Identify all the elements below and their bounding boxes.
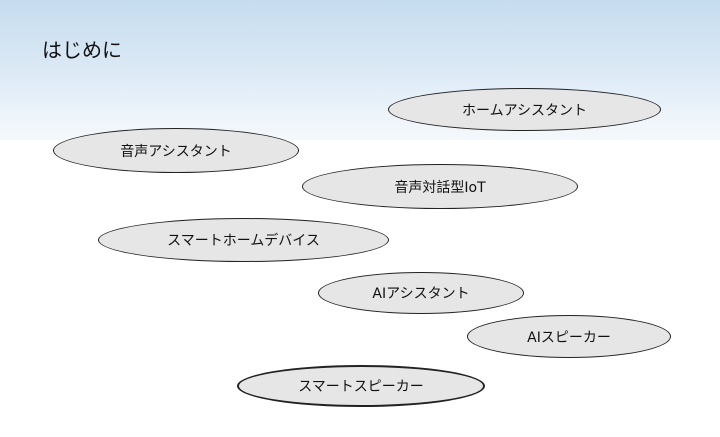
- term-ellipse-voice-iot: 音声対話型IoT: [302, 164, 578, 209]
- term-label: スマートスピーカー: [298, 379, 424, 395]
- term-label: 音声アシスタント: [120, 143, 232, 160]
- term-ellipse-ai-speaker: AIスピーカー: [467, 315, 671, 358]
- term-ellipse-smart-home-device: スマートホームデバイス: [98, 218, 389, 262]
- term-label: AIアシスタント: [372, 286, 470, 302]
- term-ellipse-smart-speaker: スマートスピーカー: [237, 365, 485, 407]
- term-ellipse-voice-assistant: 音声アシスタント: [53, 128, 299, 173]
- term-label: ホームアシスタント: [461, 102, 588, 119]
- term-ellipse-home-assistant: ホームアシスタント: [388, 88, 661, 131]
- slide-title: はじめに: [42, 38, 122, 62]
- term-label: AIスピーカー: [527, 329, 611, 346]
- term-ellipse-ai-assistant: AIアシスタント: [318, 272, 524, 314]
- term-label: 音声対話型IoT: [394, 179, 486, 196]
- term-label: スマートホームデバイス: [167, 233, 320, 249]
